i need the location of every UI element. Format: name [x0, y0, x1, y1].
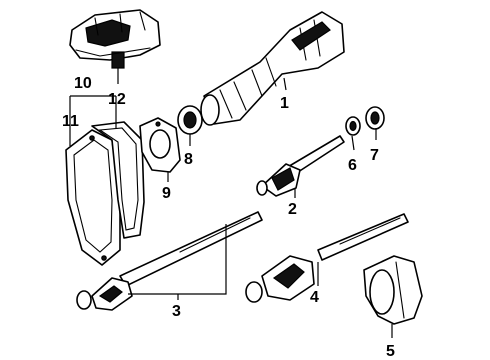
callout-2: 2	[288, 201, 297, 218]
callout-6: 6	[348, 157, 357, 174]
callout-12: 12	[108, 91, 126, 108]
callout-5: 5	[386, 343, 395, 360]
callout-1: 1	[280, 95, 289, 112]
callout-3: 3	[172, 303, 181, 320]
part-9-flange	[139, 117, 181, 173]
callout-8: 8	[184, 151, 193, 168]
callout-9: 9	[162, 185, 171, 202]
callout-4: 4	[310, 289, 319, 306]
part-5-boot	[363, 255, 423, 325]
part-2-upper-shaft	[256, 135, 345, 197]
leader-lines	[69, 68, 393, 338]
part-6-ring	[345, 116, 361, 136]
part-4-intermediate-shaft	[245, 213, 409, 303]
part-11-gasket	[65, 129, 121, 266]
callout-11: 11	[62, 113, 79, 130]
callout-10: 10	[74, 75, 92, 92]
part-1-column-housing	[200, 11, 345, 126]
part-12-bracket	[69, 9, 161, 69]
part-7-seal-ring	[365, 106, 385, 130]
part-10-seal	[91, 121, 145, 239]
part-8-bearing	[177, 105, 203, 135]
callout-7: 7	[370, 147, 379, 164]
